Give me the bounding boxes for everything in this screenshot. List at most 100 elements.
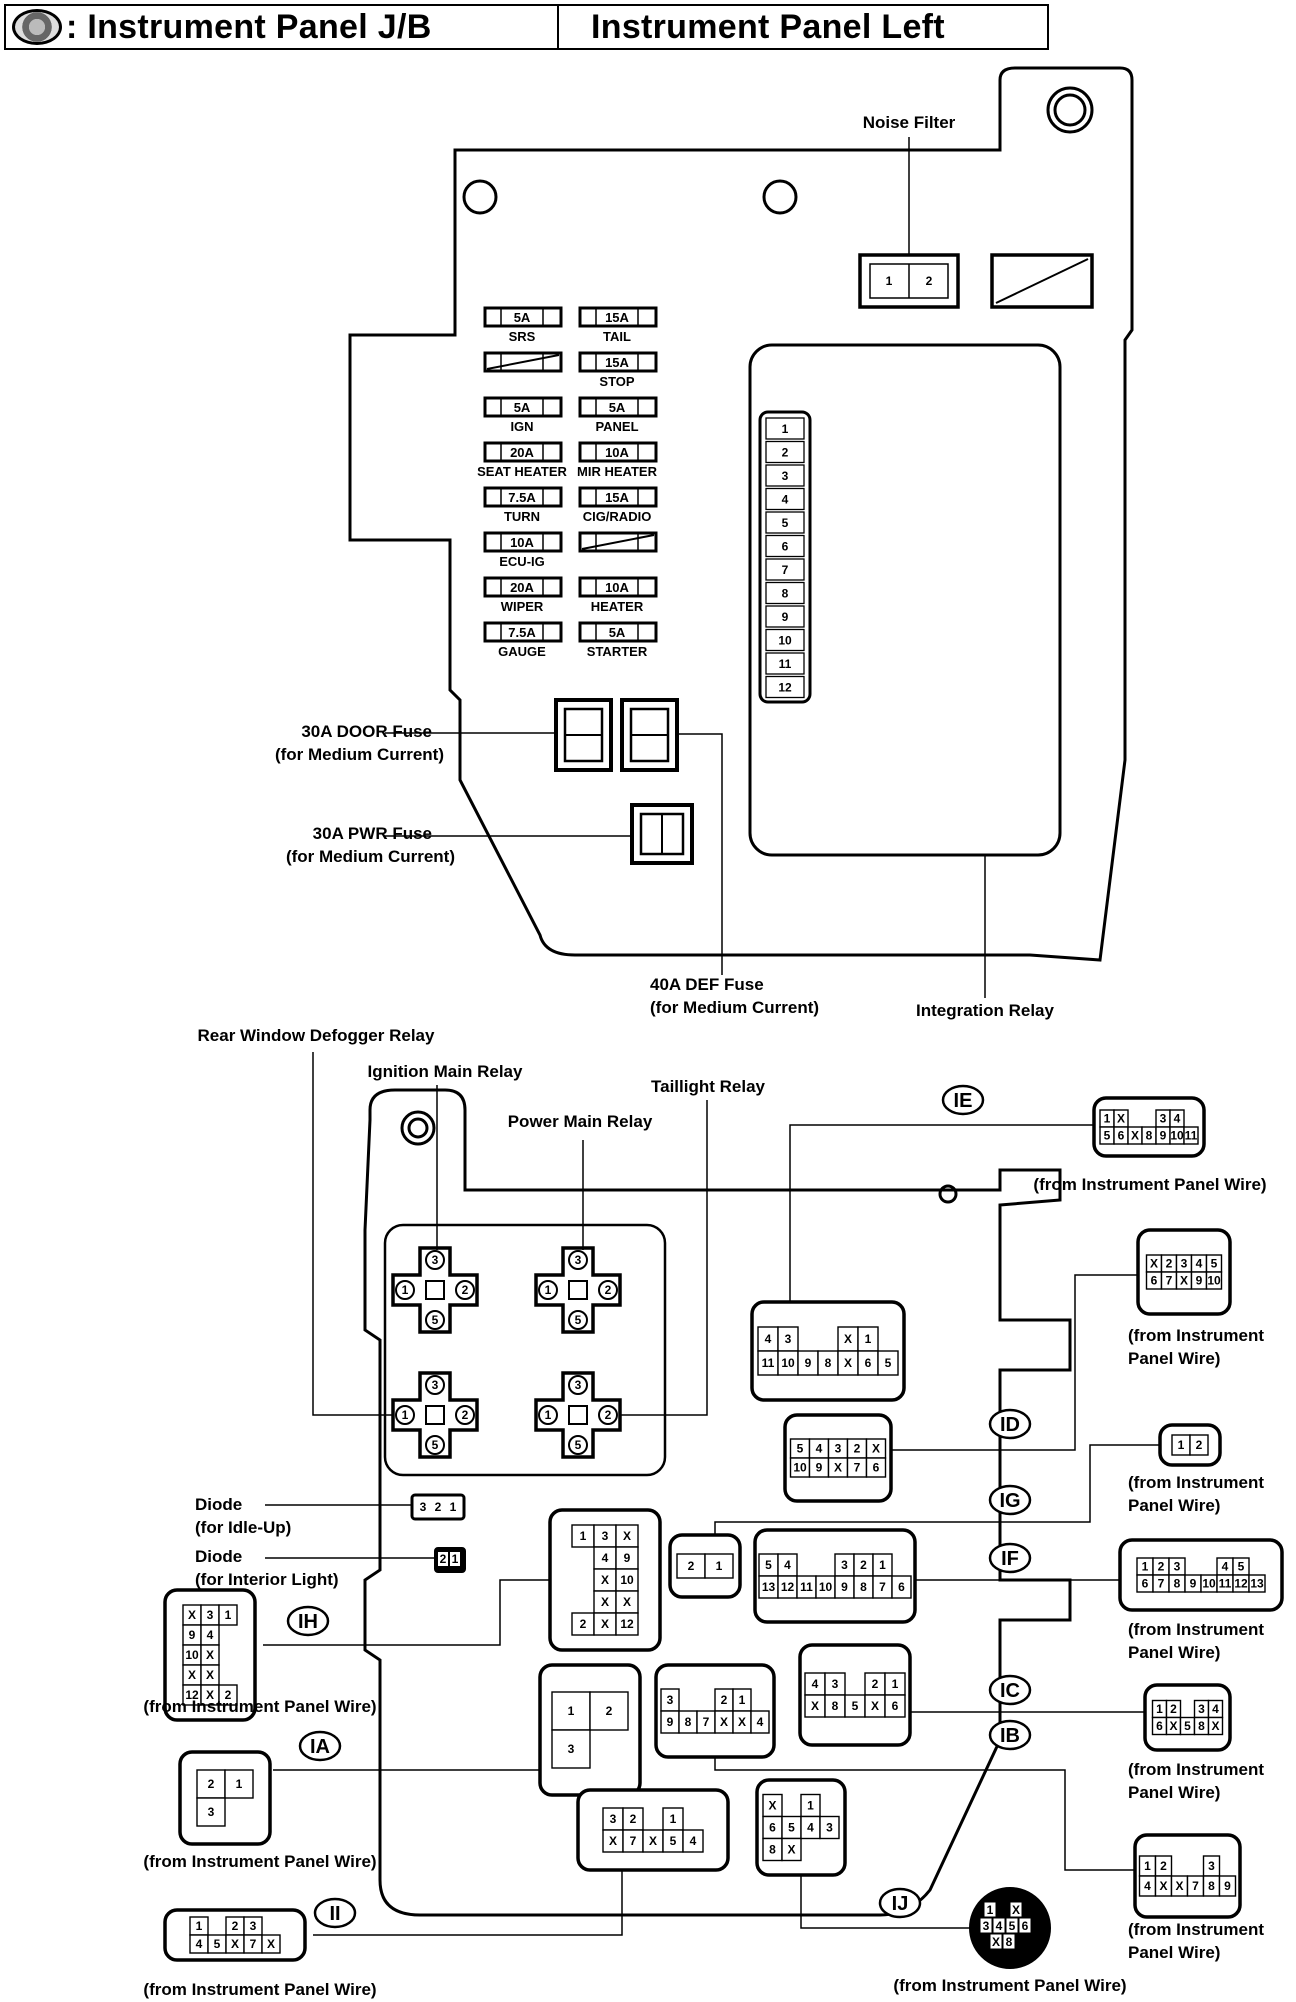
connector-ie-mate-pin: X: [1131, 1129, 1139, 1143]
connector-ie-block-pin: 1: [865, 1332, 872, 1346]
power-main-relay-label: Power Main Relay: [508, 1112, 653, 1131]
relay-pin: 2: [462, 1408, 469, 1422]
connector-ib-mate-pin: 1: [1144, 1859, 1151, 1873]
connector-ij-mate-pin: 5: [1009, 1919, 1016, 1933]
fuse-rating: 20A: [510, 445, 534, 460]
leader-line: [263, 1579, 550, 1646]
integration-relay-pin-cell: [765, 652, 805, 675]
connector-ie-block-pin: 6: [865, 1356, 872, 1370]
connector-if-block-pin: 4: [784, 1558, 791, 1572]
fuse-name: IGN: [510, 419, 533, 434]
connector-ij-mate-pin-cell: [983, 1901, 997, 1918]
connector-if-code-badge: [988, 1542, 1032, 1574]
diode-interior-light-pin: 2: [440, 1552, 447, 1566]
relay-pin: 2: [462, 1283, 469, 1297]
connector-if-mate-pin: 11: [1219, 1577, 1232, 1591]
fuse-empty-slot[interactable]: [578, 531, 658, 553]
connector-ia-block-pin-cell: [551, 1729, 591, 1769]
fuse-body: [578, 621, 658, 643]
connector-ie-mate-pin: 6: [1118, 1129, 1125, 1143]
connector-ic-mate-pin: X: [1211, 1719, 1219, 1733]
connector-ib-mate-pin: 4: [1144, 1879, 1151, 1893]
integration-relay-pin: 6: [782, 540, 789, 554]
fuse-rating: 15A: [605, 490, 629, 505]
connector-ia-code: IA: [310, 1736, 330, 1758]
connector-ie-block-pin: 9: [805, 1356, 812, 1370]
connector-ic-source-1: (from Instrument: [1128, 1760, 1264, 1779]
fuse-name: STARTER: [587, 644, 648, 659]
connector-id-mate-pin: 3: [1181, 1257, 1188, 1271]
relay-pin: 3: [575, 1253, 582, 1267]
fuse-empty-slot[interactable]: [483, 351, 563, 373]
connector-if-block-pin: 13: [762, 1580, 776, 1594]
diode-interior-light-label: Diode: [195, 1547, 242, 1566]
connector-if-block-pin: 2: [860, 1558, 867, 1572]
fuse-body: [483, 621, 563, 643]
connector-ih-mate-pin: 3: [207, 1608, 214, 1622]
connector-id-block-pin: 5: [797, 1442, 804, 1456]
connector-ic-block-pin: 6: [892, 1699, 899, 1713]
connector-ib-mate-pin-cell: [1218, 1875, 1237, 1897]
integration-relay-pin-cell: [765, 534, 805, 558]
medium-current-fuses: [554, 698, 694, 865]
diode-idle-up-sublabel: (for Idle-Up): [195, 1518, 291, 1537]
relay-socket: [534, 1371, 622, 1459]
connector-ii-block-pin: 7: [630, 1834, 637, 1848]
integration-relay-pin-cell: [765, 628, 805, 652]
connector-ie-block-pin: 10: [781, 1356, 795, 1370]
connector-ig-mate-pin: 2: [1196, 1438, 1203, 1452]
relay-pin: 3: [432, 1378, 439, 1392]
connector-ii-code: II: [329, 1903, 340, 1925]
connector-ij-code: IJ: [892, 1893, 909, 1915]
fuse-name: ECU-IG: [499, 554, 545, 569]
fuse-name: WIPER: [501, 599, 544, 614]
connector-ih-mate-pin: X: [188, 1668, 196, 1682]
connector-if-code: IF: [1001, 1548, 1019, 1570]
connector-ii-mate-pin: 2: [232, 1919, 239, 1933]
connector-ib-block-pin: 1: [739, 1693, 746, 1707]
connector-ib-block-pin: X: [720, 1715, 728, 1729]
integration-relay-pin: 9: [782, 610, 789, 624]
fuse-body: [483, 306, 563, 328]
fuse-body: [483, 531, 563, 553]
diode-pin-cell: [438, 1552, 448, 1566]
